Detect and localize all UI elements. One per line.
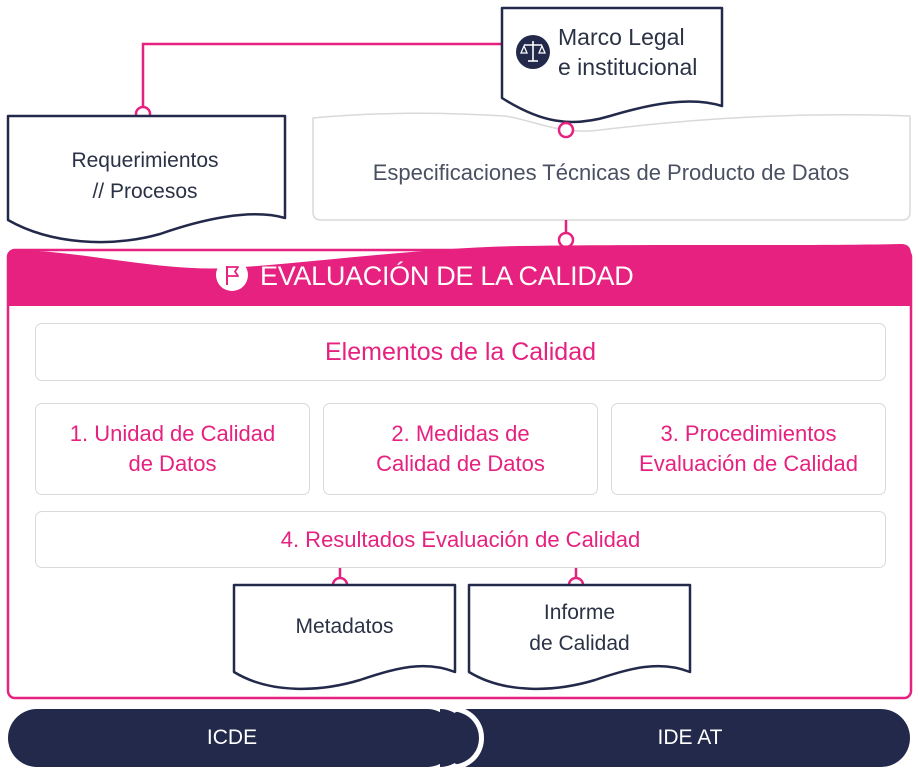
- icde-bar: [8, 709, 456, 767]
- metadata-label: Metadatos: [236, 604, 453, 650]
- requirements-label: Requerimientos // Procesos: [10, 144, 280, 208]
- specs-box: [312, 112, 911, 221]
- item-measures: 2. Medidas de Calidad de Datos: [323, 403, 598, 495]
- icde-text: ICDE: [206, 726, 258, 749]
- elements-box: Elementos de la Calidad: [35, 323, 886, 381]
- item-unit: 1. Unidad de Calidad de Datos: [35, 403, 310, 495]
- flag-icon: [216, 259, 248, 291]
- item-line1: 3. Procedimientos: [660, 421, 837, 446]
- legal-line1: Marco Legal: [558, 24, 685, 50]
- report-label: Informe de Calidad: [471, 596, 688, 660]
- report-line2: de Calidad: [529, 632, 630, 655]
- item-line2: Calidad de Datos: [376, 451, 545, 476]
- legal-label: Marco Legal e institucional: [558, 22, 718, 84]
- requirements-document: [6, 114, 287, 244]
- item-procedures: 3. Procedimientos Evaluación de Calidad: [611, 403, 886, 495]
- item-line2: de Datos: [128, 451, 217, 476]
- requirements-line2: // Procesos: [92, 180, 198, 203]
- item-line1: 2. Medidas de: [391, 421, 530, 446]
- evaluation-title: EVALUACIÓN DE LA CALIDAD: [260, 256, 700, 296]
- legal-line2: e institucional: [558, 54, 698, 80]
- ide-at-text: IDE AT: [657, 726, 723, 749]
- results-box: 4. Resultados Evaluación de Calidad: [35, 511, 886, 568]
- specs-text: Especificaciones Técnicas de Producto de…: [372, 160, 850, 185]
- metadata-document: [232, 583, 457, 691]
- requirements-line1: Requerimientos: [71, 149, 219, 172]
- legal-document: [500, 6, 724, 124]
- evaluation-title-text: EVALUACIÓN DE LA CALIDAD: [260, 260, 634, 291]
- scales-icon: [516, 35, 550, 69]
- metadata-text: Metadatos: [295, 615, 394, 638]
- ide-at-bar: [440, 709, 910, 767]
- item-line1: 1. Unidad de Calidad: [69, 421, 276, 446]
- elements-title: Elementos de la Calidad: [325, 337, 596, 366]
- connector-node: [557, 231, 575, 249]
- results-label: 4. Resultados Evaluación de Calidad: [280, 526, 641, 552]
- connector-legal-requirements: [141, 42, 505, 112]
- specs-label: Especificaciones Técnicas de Producto de…: [316, 150, 906, 196]
- icde-label: ICDE: [8, 709, 456, 767]
- connector-node: [557, 121, 575, 139]
- item-line2: Evaluación de Calidad: [639, 451, 858, 476]
- ide-at-label: IDE AT: [470, 709, 910, 767]
- report-document: [467, 583, 692, 691]
- report-line1: Informe: [543, 601, 616, 624]
